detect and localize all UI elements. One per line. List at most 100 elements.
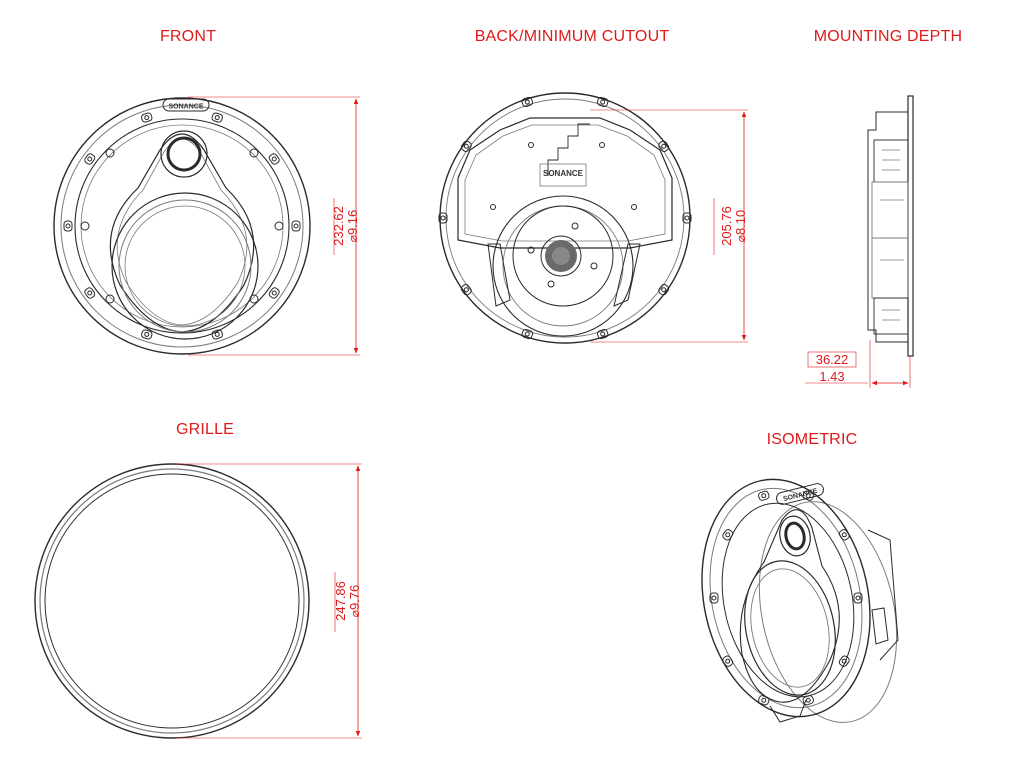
depth-dimension-mm: 36.22: [816, 352, 849, 367]
mounting-tab-hole: [293, 223, 299, 229]
iso-outer-flange: [701, 478, 871, 718]
front-view: SONANCE: [53, 97, 311, 355]
front-tweeter-dome: [166, 136, 202, 172]
front-brand-logo: SONANCE: [168, 104, 203, 111]
mounting-tab: [438, 212, 448, 224]
iso-flange-ring: [709, 487, 863, 709]
front-brand-badge: [162, 98, 210, 112]
back-brand-logo: SONANCE: [543, 169, 584, 178]
mounting-tab: [722, 529, 734, 541]
iso-tweeter-outer: [779, 515, 811, 557]
front-woofer-surround: [111, 192, 259, 340]
depth-dimension-in: 1.43: [819, 369, 844, 384]
front-dimension-mm: 232.62: [331, 206, 346, 246]
mounting-tab-hole: [600, 331, 606, 337]
mounting-tab: [521, 328, 534, 340]
mounting-tab: [141, 329, 153, 340]
back-dimension-in-value: 8.10: [733, 210, 748, 235]
isometric-view: SONANCE: [701, 478, 899, 723]
back-mounting-tabs: [438, 96, 692, 340]
mounting-tab-hole: [684, 215, 690, 221]
back-motor-plate: [512, 205, 614, 307]
depth-middle-body: [871, 181, 909, 239]
iso-brand-badge: [776, 483, 824, 505]
depth-lower-bracket: [873, 297, 909, 335]
front-view-title: FRONT: [159, 28, 217, 45]
back-dimension-mm: 205.76: [719, 206, 734, 246]
depth-lower-body: [871, 237, 909, 299]
back-outer-ring: [439, 92, 691, 344]
back-screw-holes: [490, 142, 637, 288]
mounting-tab: [211, 112, 223, 123]
mounting-tab-hole: [841, 658, 847, 664]
mounting-tab-hole: [855, 595, 861, 601]
back-crossover-board-inner: [464, 124, 666, 242]
iso-back-body: [758, 501, 898, 723]
back-view: SONANCE: [438, 92, 692, 344]
screw-hole: [274, 221, 284, 231]
depth-dimension: 36.22 1.43: [805, 340, 911, 388]
mounting-tab-hole: [725, 532, 731, 538]
mounting-tab: [682, 212, 692, 224]
iso-lower-bracket: [769, 699, 807, 723]
mounting-depth-view-title: MOUNTING DEPTH: [813, 28, 963, 45]
front-teardrop-baffle-inner: [116, 138, 248, 326]
mounting-tab: [63, 220, 73, 232]
iso-side-bracket: [867, 529, 899, 661]
iso-inner-ring: [721, 502, 855, 698]
front-mounting-tabs: [63, 112, 301, 340]
screw-hole: [249, 148, 259, 158]
front-flange-ring: [74, 118, 290, 334]
mounting-tab: [268, 153, 280, 165]
mounting-tab: [658, 284, 670, 296]
mounting-tab-hole: [761, 697, 767, 703]
mounting-tab: [460, 140, 472, 152]
mounting-tab: [596, 96, 609, 108]
mounting-tab: [521, 96, 534, 108]
front-outer-flange: [53, 97, 311, 355]
mounting-tab-hole: [87, 156, 93, 162]
front-flange-ring-inner: [80, 124, 284, 328]
grille-inner-edge: [44, 473, 300, 729]
mounting-tab: [84, 287, 96, 299]
mounting-tab-hole: [661, 287, 667, 293]
front-teardrop-baffle: [109, 133, 255, 333]
iso-teardrop-baffle: [739, 509, 840, 703]
front-woofer-cone: [118, 199, 252, 333]
isometric-view-title: ISOMETRIC: [766, 431, 858, 448]
grille-view: [34, 463, 310, 739]
mounting-tab-hole: [463, 287, 469, 293]
mounting-depth-view: [867, 95, 914, 357]
grille-dimension-mm: 247.86: [333, 581, 348, 621]
mounting-tab: [460, 284, 472, 296]
back-terminal-right: [613, 243, 641, 307]
mounting-tab-hole: [805, 697, 811, 703]
back-dimension: 205.76 ⌀8.10: [590, 109, 748, 343]
back-view-title: BACK/MINIMUM CUTOUT: [474, 28, 670, 45]
back-magnet-center: [552, 247, 570, 265]
mounting-tab: [853, 592, 863, 604]
iso-spring-clip: [871, 607, 889, 645]
mounting-tab-hole: [214, 331, 220, 337]
front-dimension: 232.62 ⌀9.16: [188, 96, 360, 356]
depth-dimension-box: [807, 351, 857, 368]
mounting-tab: [596, 328, 609, 340]
back-basket-outer: [492, 195, 634, 337]
mounting-tab-hole: [440, 215, 446, 221]
mounting-tab: [722, 655, 734, 667]
back-crossover-board: [457, 117, 673, 249]
grille-dimension-in-value: 9.76: [347, 585, 362, 610]
mounting-tab: [709, 592, 719, 604]
grille-dimension: 247.86 ⌀9.76: [176, 463, 362, 739]
depth-body-profile: [867, 111, 908, 343]
back-terminal-left: [487, 243, 511, 307]
mounting-tab: [291, 220, 301, 232]
front-screw-holes: [80, 148, 284, 304]
mounting-tab-hole: [144, 331, 150, 337]
screw-hole: [105, 294, 115, 304]
mounting-tab-hole: [524, 99, 530, 105]
mounting-tab-hole: [661, 143, 667, 149]
mounting-tab: [268, 287, 280, 299]
iso-tweeter-dome: [784, 521, 806, 551]
